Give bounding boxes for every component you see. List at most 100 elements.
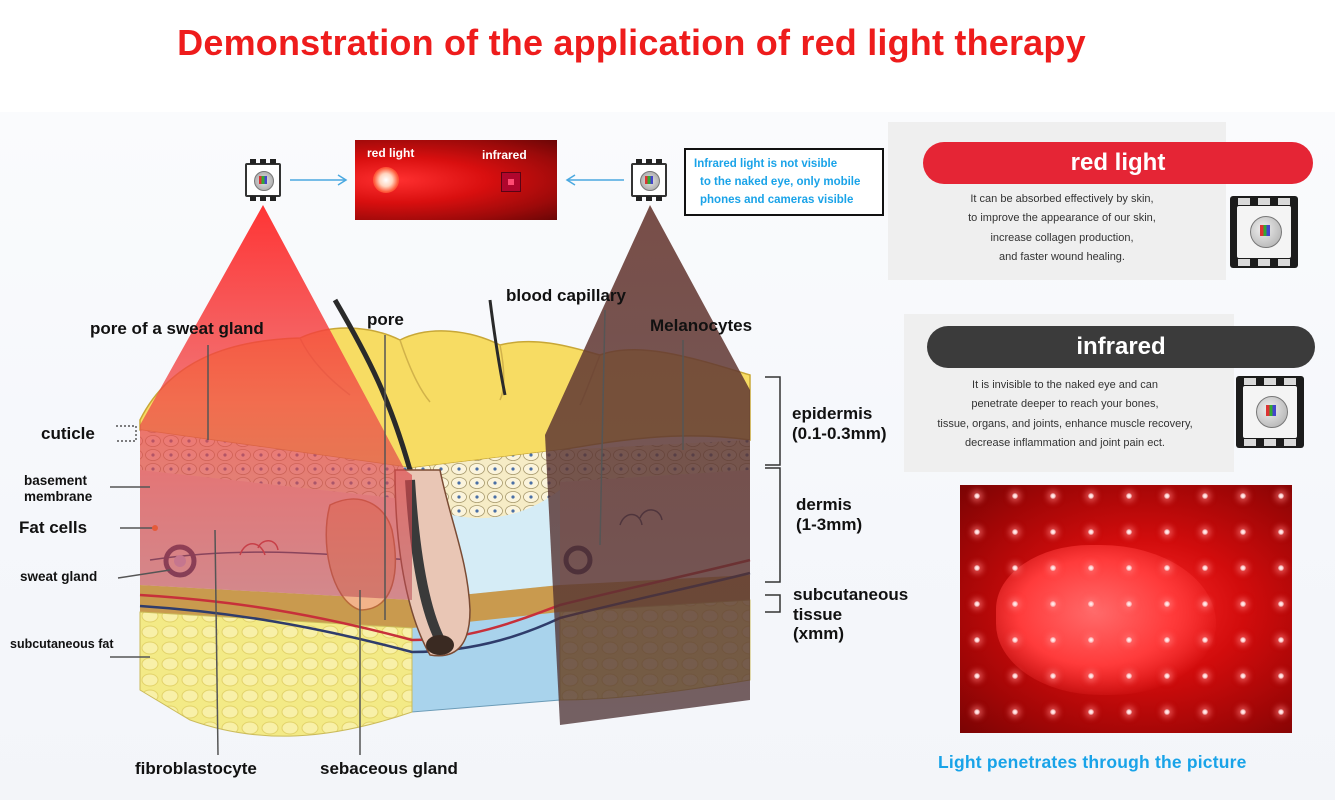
led-dot	[1164, 637, 1170, 643]
led-dot	[1126, 601, 1132, 607]
led-dot	[1202, 529, 1208, 535]
led-dot	[1012, 709, 1018, 715]
infrared-description: It is invisible to the naked eye and can…	[937, 379, 1193, 449]
led-dot	[1164, 709, 1170, 715]
led-dot	[1126, 529, 1132, 535]
led-dot	[1088, 565, 1094, 571]
label-epidermis: epidermis (0.1-0.3mm)	[792, 404, 887, 443]
led-dot	[1088, 529, 1094, 535]
infrared-led-chip-icon	[631, 159, 667, 201]
led-dot	[974, 637, 980, 643]
infrared-heading: infrared	[927, 326, 1315, 368]
label-subcutaneous-fat: subcutaneous fat	[10, 637, 114, 651]
led-dot	[1202, 637, 1208, 643]
led-dot	[1240, 709, 1246, 715]
led-dot	[1164, 529, 1170, 535]
led-dot	[1126, 673, 1132, 679]
label-sweat-gland: sweat gland	[20, 569, 98, 584]
led-dot	[1012, 637, 1018, 643]
red-light-heading: red light	[923, 142, 1313, 184]
led-dot	[1164, 565, 1170, 571]
led-dot	[1240, 673, 1246, 679]
led-dot	[1278, 637, 1284, 643]
led-dot	[1164, 493, 1170, 499]
red-led-large-chip-icon	[1230, 196, 1298, 268]
led-dot	[1088, 493, 1094, 499]
led-dot	[1240, 493, 1246, 499]
led-dot	[1126, 637, 1132, 643]
led-dot	[1012, 493, 1018, 499]
demo-infrared-label: infrared	[482, 148, 527, 162]
label-fibroblastocyte: fibroblastocyte	[135, 759, 257, 778]
led-dot	[1278, 529, 1284, 535]
red-led-chip-icon	[245, 159, 281, 201]
led-dot	[1012, 673, 1018, 679]
note-line-2: to the naked eye, only mobile	[700, 175, 861, 188]
demo-red-label: red light	[367, 146, 415, 160]
led-dot	[1278, 565, 1284, 571]
led-dot	[1164, 601, 1170, 607]
led-dot	[1240, 529, 1246, 535]
infrared-led-large-chip-icon	[1236, 376, 1304, 448]
led-dot	[1050, 601, 1056, 607]
led-dot	[1050, 529, 1056, 535]
led-dot	[1278, 673, 1284, 679]
led-dot	[1012, 601, 1018, 607]
led-dot	[1202, 493, 1208, 499]
led-dot	[1126, 493, 1132, 499]
led-dot	[974, 673, 980, 679]
infrared-cone	[545, 205, 750, 725]
led-dot	[1050, 709, 1056, 715]
led-dot	[1126, 709, 1132, 715]
led-dot	[1240, 637, 1246, 643]
led-dot	[974, 529, 980, 535]
led-dot	[1164, 673, 1170, 679]
led-dot	[1050, 673, 1056, 679]
note-line-1: Infrared light is not visible	[694, 158, 838, 170]
label-fat-cells: Fat cells	[19, 518, 88, 537]
led-dot	[1088, 601, 1094, 607]
led-dot	[1278, 493, 1284, 499]
label-dermis: dermis (1-3mm)	[796, 495, 863, 534]
label-subcutaneous-tissue: subcutaneous tissue (xmm)	[793, 585, 909, 644]
led-dot	[974, 709, 980, 715]
led-dot	[1278, 601, 1284, 607]
label-sebaceous-gland: sebaceous gland	[320, 759, 458, 778]
led-dot	[1202, 601, 1208, 607]
page-title: Demonstration of the application of red …	[177, 22, 1086, 63]
light-demo-panel: red light infrared	[355, 140, 557, 220]
red-light-hand-photo	[960, 485, 1292, 733]
infrared-visibility-note: Infrared light is not visible to the nak…	[684, 148, 884, 216]
led-dot	[974, 601, 980, 607]
led-dot	[1202, 673, 1208, 679]
red-light-description: It can be absorbed effectively by skin, …	[968, 193, 1156, 263]
label-melanocytes: Melanocytes	[650, 316, 753, 335]
photo-caption: Light penetrates through the picture	[938, 752, 1247, 772]
label-pore: pore	[367, 310, 404, 329]
hand-silhouette	[996, 545, 1216, 695]
led-dot	[1050, 493, 1056, 499]
label-pore-sweat-gland: pore of a sweat gland	[90, 319, 264, 338]
led-dot	[1202, 709, 1208, 715]
led-dot	[1012, 529, 1018, 535]
red-glow-icon	[373, 167, 399, 193]
led-dot	[974, 565, 980, 571]
led-dot	[1088, 637, 1094, 643]
led-dot	[1240, 601, 1246, 607]
red-light-cone	[140, 205, 412, 600]
led-dot	[1240, 565, 1246, 571]
led-dot	[1088, 709, 1094, 715]
led-dot	[1050, 565, 1056, 571]
note-line-3: phones and cameras visible	[700, 193, 854, 206]
led-dot	[974, 493, 980, 499]
led-dot	[1278, 709, 1284, 715]
led-dot	[1050, 637, 1056, 643]
infrared-emitter-icon	[501, 172, 521, 192]
label-cuticle: cuticle	[41, 424, 95, 443]
label-blood-capillary: blood capillary	[506, 286, 626, 305]
led-dot	[1012, 565, 1018, 571]
label-basement-membrane: basement membrane	[24, 473, 93, 504]
led-dot	[1202, 565, 1208, 571]
led-dot	[1088, 673, 1094, 679]
